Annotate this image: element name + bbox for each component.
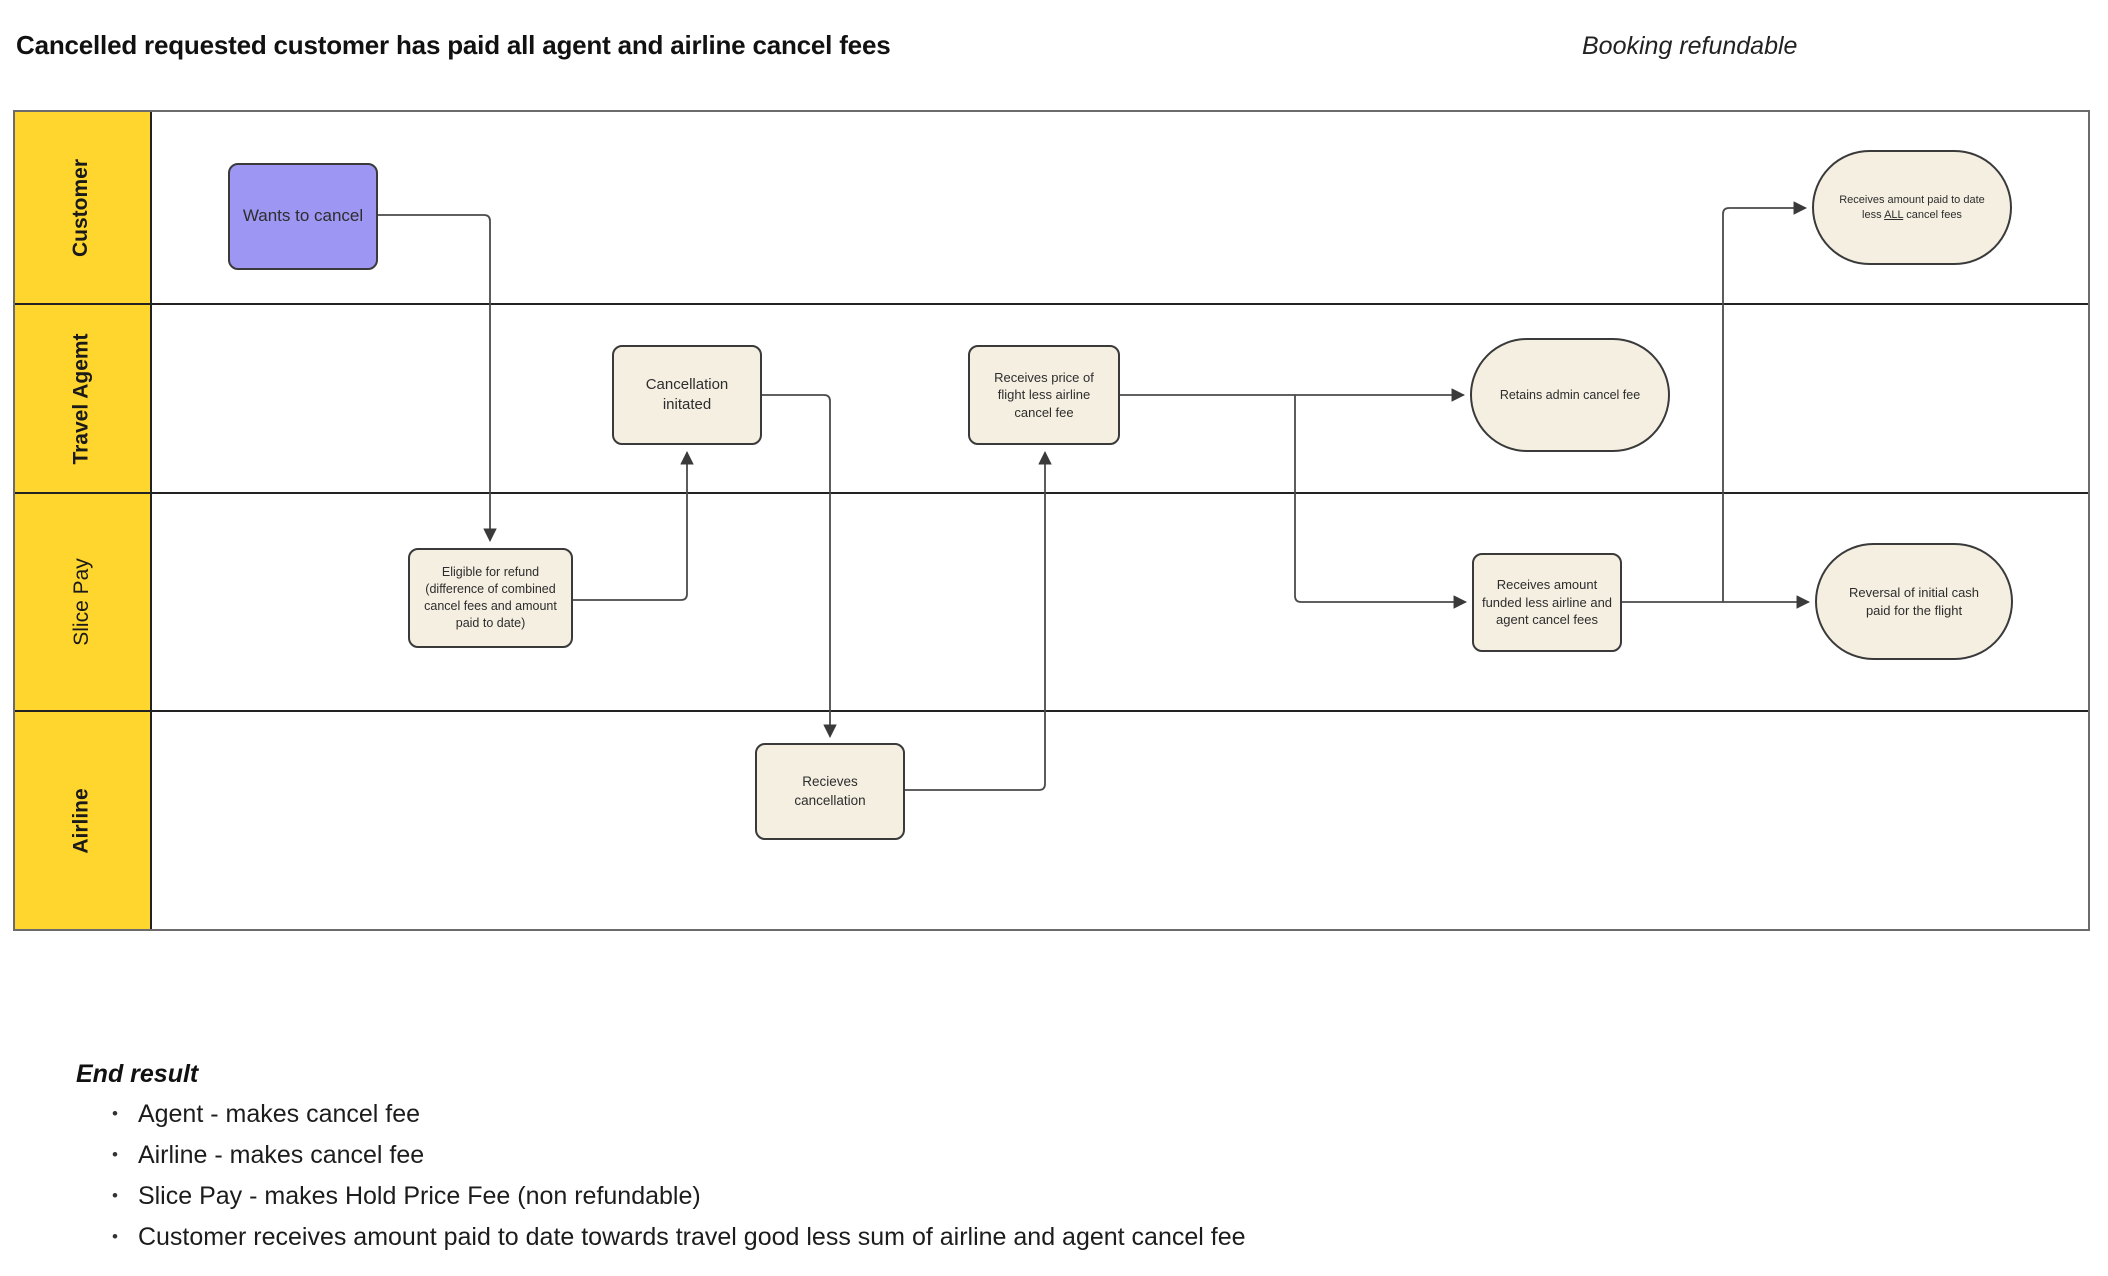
- lane-header-column: [15, 112, 150, 929]
- end-result-item: • Slice Pay - makes Hold Price Fee (non …: [112, 1182, 701, 1210]
- end-result-heading: End result: [76, 1060, 199, 1088]
- node-receives-price-of-flight[interactable]: Receives price of flight less airline ca…: [968, 345, 1120, 445]
- booking-refundable-note: Booking refundable: [1582, 32, 1798, 60]
- underlined-all: ALL: [1884, 208, 1904, 221]
- node-receives-amount-paid-to-date[interactable]: Receives amount paid to date less ALL ca…: [1812, 150, 2012, 265]
- node-wants-to-cancel[interactable]: Wants to cancel: [228, 163, 378, 270]
- node-eligible-for-refund[interactable]: Eligible for refund (difference of combi…: [408, 548, 573, 648]
- lane-separator: [15, 303, 2088, 305]
- node-reversal-of-initial-cash[interactable]: Reversal of initial cash paid for the fl…: [1815, 543, 2013, 660]
- bullet-icon: •: [112, 1186, 118, 1205]
- node-retains-admin-cancel-fee[interactable]: Retains admin cancel fee: [1470, 338, 1670, 452]
- page-title: Cancelled requested customer has paid al…: [16, 30, 891, 60]
- node-recieves-cancellation[interactable]: Recieves cancellation: [755, 743, 905, 840]
- end-result-item: • Airline - makes cancel fee: [112, 1141, 425, 1169]
- lane-label-airline: Airline: [69, 787, 93, 854]
- lane-label-customer: Customer: [69, 158, 93, 257]
- end-result-item: • Agent - makes cancel fee: [112, 1100, 421, 1128]
- lane-header-divider: [150, 112, 152, 929]
- end-result-item: • Customer receives amount paid to date …: [112, 1223, 1246, 1251]
- bullet-icon: •: [112, 1227, 118, 1246]
- node-receives-amount-funded[interactable]: Receives amount funded less airline and …: [1472, 553, 1622, 652]
- lane-separator: [15, 492, 2088, 494]
- node-cancellation-initiated[interactable]: Cancellation initated: [612, 345, 762, 445]
- bullet-icon: •: [112, 1145, 118, 1164]
- bullet-icon: •: [112, 1104, 118, 1123]
- lane-separator: [15, 710, 2088, 712]
- lane-label-slice-pay: Slice Pay: [69, 558, 93, 646]
- lane-label-travel-agent: Travel Agemt: [69, 332, 93, 465]
